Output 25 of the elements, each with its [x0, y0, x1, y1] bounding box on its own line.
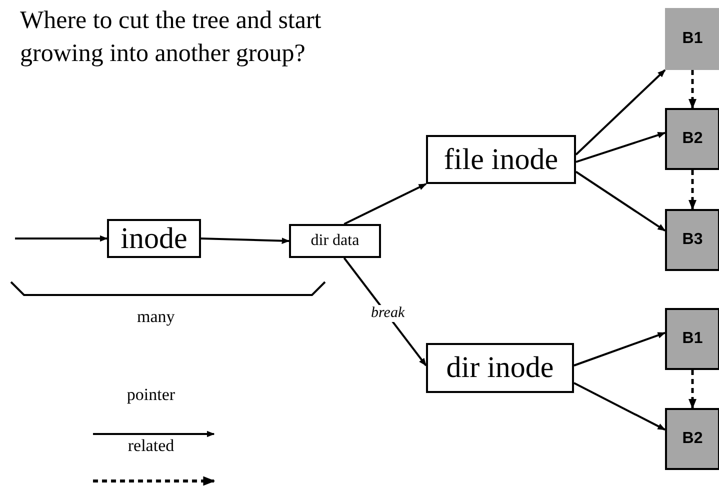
arrow [576, 132, 666, 163]
arrow [575, 170, 666, 232]
legend-text: pointer [126, 385, 176, 405]
arrow [574, 332, 666, 366]
arrow [200, 238, 290, 244]
block-box: B2 [665, 108, 719, 170]
arrow [344, 183, 427, 225]
inode-box: dir data [289, 224, 381, 258]
title: Where to cut the tree and start growing into another group? [20, 6, 322, 69]
block-box: B3 [665, 209, 719, 271]
block-box: B1 [665, 308, 719, 370]
arrow [574, 382, 666, 431]
inode-box: file inode [426, 135, 576, 184]
dashed-arrow [688, 370, 696, 409]
arrow [15, 235, 108, 242]
dashed-arrow [688, 70, 696, 109]
text-label: many [137, 307, 175, 327]
inode-box: dir inode [426, 343, 574, 393]
inode-box: inode [107, 219, 201, 258]
edge-label: break [370, 305, 406, 322]
dashed-arrow [688, 170, 696, 210]
block-box: B1 [665, 8, 719, 70]
block-box: B2 [665, 408, 719, 470]
arrow [575, 69, 666, 156]
legend-text: related [126, 436, 176, 456]
